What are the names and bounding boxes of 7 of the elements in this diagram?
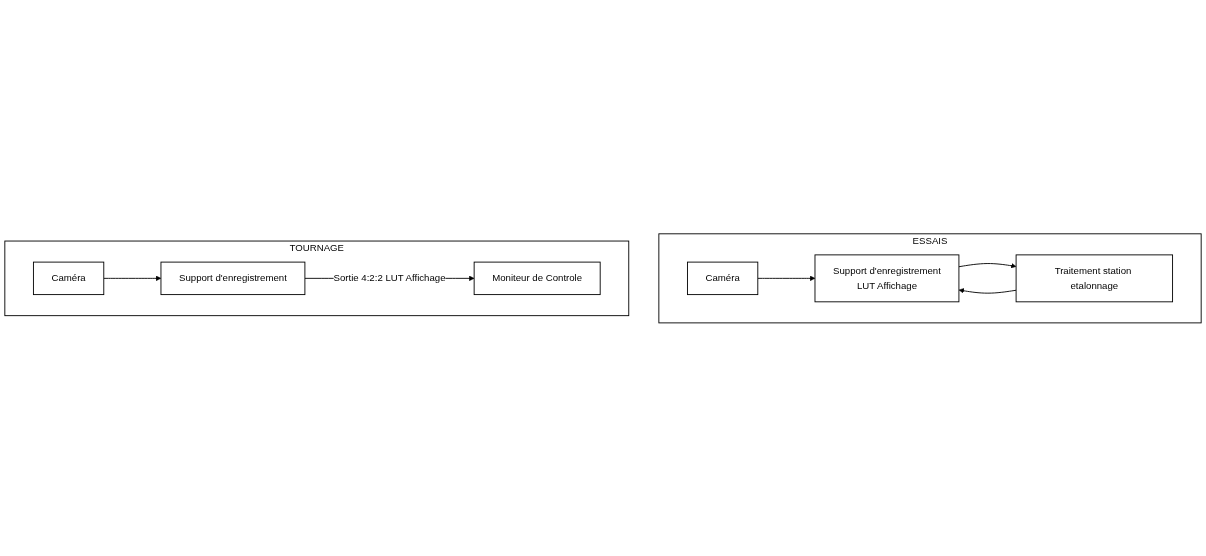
- node-box: Traitement station etalonnage: [1015, 254, 1173, 302]
- node-box: Moniteur de Controle: [473, 261, 601, 295]
- node-box: Caméra: [33, 261, 105, 295]
- node-box: Caméra: [687, 261, 759, 295]
- node-box: Support d'enregistrement: [160, 261, 306, 295]
- edge-label: Sortie 4:2:2 LUT Affichage: [333, 272, 446, 283]
- node-box: Support d'enregistrement LUT Affichage: [814, 254, 960, 302]
